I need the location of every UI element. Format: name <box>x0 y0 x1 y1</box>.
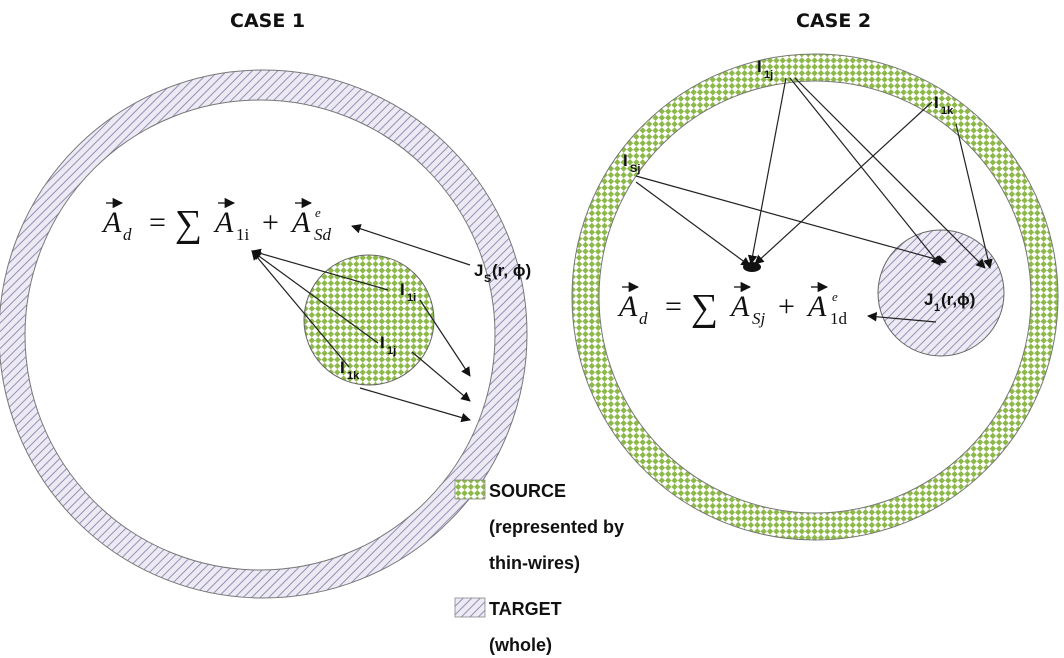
case2-eq-lhs: A <box>617 290 638 323</box>
case2-eq-sum: ∑ <box>691 287 718 329</box>
case2-j1-sub: 1 <box>934 302 940 314</box>
legend-source-line2: (represented by <box>489 517 624 537</box>
case1-label-1i: I 1i <box>400 280 416 304</box>
case2-diagram: A d = ∑ A Sj + A 1d e J 1 (r,ϕ) I 1j I 1… <box>571 53 1059 541</box>
case1-eq-t2-sup: e <box>315 205 321 220</box>
case2-eq-t1-sub: Sj <box>752 309 766 328</box>
case2-arrow-j1-eq <box>867 311 937 323</box>
case2-label-1k: I 1k <box>934 93 954 117</box>
case1-label-1k: I 1k <box>340 358 360 382</box>
case2-label-1k-sub: 1k <box>941 105 954 117</box>
case2-arrow-1j-target2 <box>794 77 986 269</box>
legend-source-line1: SOURCE <box>489 481 566 501</box>
case2-eq-t2-sup: e <box>832 289 838 304</box>
case1-source-disk <box>303 254 435 386</box>
legend-target-line1: TARGET <box>489 599 562 619</box>
case1-title: CASE 1 <box>230 10 305 32</box>
case2-label-sj: I Sj <box>623 151 640 175</box>
case1-eq-t2-sub: Sd <box>314 225 332 244</box>
legend-target-line2: (whole) <box>489 635 552 655</box>
case1-eq-lhs-sub: d <box>123 225 132 244</box>
case1-eq-plus: + <box>262 206 279 239</box>
case2-label-sj-main: I <box>623 151 628 170</box>
case1-label-1j-main: I <box>380 333 385 352</box>
case1-eq-sum: ∑ <box>175 203 202 245</box>
case2-label-1j-sub: 1j <box>764 69 773 81</box>
case1-js-sub: S <box>484 273 491 285</box>
case2-label-1j-main: I <box>757 57 762 76</box>
case2-j1-args: (r,ϕ) <box>941 290 975 309</box>
case2-arrow-sj-target <box>635 175 947 265</box>
case1-target-inner <box>24 99 496 571</box>
case2-label-1j: I 1j <box>757 57 773 81</box>
legend: SOURCE (represented by thin-wires) TARGE… <box>454 479 624 655</box>
case2-arrow-1k-center <box>754 101 933 265</box>
case1-js-main: J <box>474 261 483 280</box>
case1-eq-t2: A <box>290 206 311 239</box>
case1-label-1j-sub: 1j <box>387 345 396 357</box>
case1-arrow-1k-ring <box>359 387 471 423</box>
case2-eq-lhs-sub: d <box>639 309 648 328</box>
case2-arrow-sj-center <box>635 181 751 267</box>
case2-target-disk <box>877 229 1005 357</box>
case1-eq-t1: A <box>213 206 234 239</box>
case1-js-label: J S (r, ϕ) <box>474 261 531 285</box>
case2-arrow-1k-target <box>955 123 993 269</box>
case2-arrow-1j-target1 <box>789 77 941 266</box>
legend-target-swatch <box>454 597 486 618</box>
case2-title: CASE 2 <box>796 10 871 32</box>
case1-eq-equals: = <box>149 206 166 239</box>
case1-label-1i-sub: 1i <box>407 292 416 304</box>
case2-label-sj-sub: Sj <box>630 163 640 175</box>
case1-arrow-js-eq <box>351 224 471 266</box>
case1-arrow-1j-ring <box>411 351 471 402</box>
case2-eq-t1: A <box>729 290 750 323</box>
case1-diagram: A d = ∑ A 1i + A Sd e J S (r, ϕ) I 1i I … <box>0 69 531 599</box>
case1-eq-lhs: A <box>101 206 122 239</box>
case2-j1-main: J <box>924 290 933 309</box>
case2-j1-label: J 1 (r,ϕ) <box>924 290 975 314</box>
case1-label-1i-main: I <box>400 280 405 299</box>
legend-source-swatch <box>454 479 486 500</box>
case2-equation: A d = ∑ A Sj + A 1d e <box>617 281 848 329</box>
case1-arrow-1j-eq <box>251 250 379 344</box>
legend-source-line3: thin-wires) <box>489 553 580 573</box>
case2-source-inner <box>598 80 1032 514</box>
case1-equation: A d = ∑ A 1i + A Sd e <box>101 197 332 245</box>
case2-eq-plus: + <box>778 290 795 323</box>
case1-arrow-1k-eq <box>251 250 350 368</box>
case1-js-args: (r, ϕ) <box>492 261 531 280</box>
case1-arrow-1i-ring <box>419 299 471 377</box>
case2-label-1k-main: I <box>934 93 939 112</box>
case2-observation-point <box>743 262 761 272</box>
case2-arrow-1j-center <box>747 77 787 265</box>
case1-eq-t1-sub: 1i <box>236 225 250 244</box>
case2-eq-t2: A <box>806 290 827 323</box>
case1-label-1j: I 1j <box>380 333 396 357</box>
case1-arrow-1i-eq <box>251 248 389 291</box>
case1-label-1k-sub: 1k <box>347 370 360 382</box>
case1-label-1k-main: I <box>340 358 345 377</box>
case2-eq-t2-sub: 1d <box>830 309 848 328</box>
case2-eq-equals: = <box>665 290 682 323</box>
